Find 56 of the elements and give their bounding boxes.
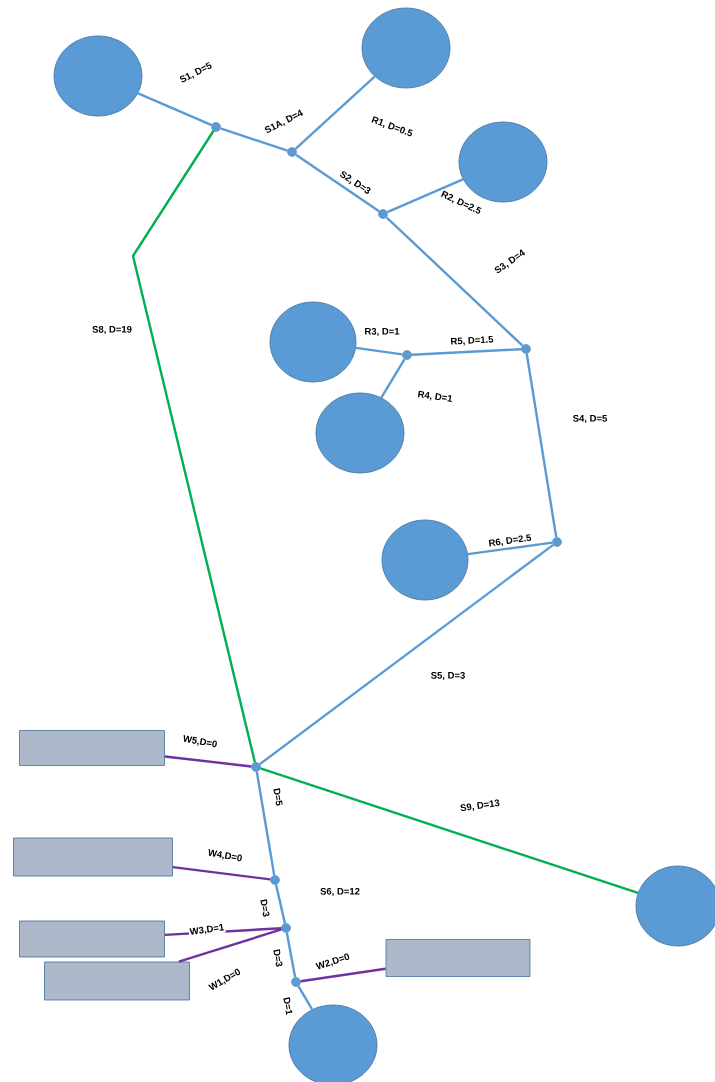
connector-line xyxy=(137,92,213,127)
connector-line xyxy=(131,130,257,763)
edge-label: S1, D=5 xyxy=(177,60,215,86)
connector-line xyxy=(385,216,524,347)
rounded-box xyxy=(19,920,165,958)
connector-line xyxy=(274,884,287,924)
edge-label: D=3 xyxy=(272,947,284,969)
connector-line xyxy=(380,358,406,399)
rounded-box xyxy=(19,730,165,766)
rounded-box xyxy=(13,837,173,877)
ellipse-node xyxy=(315,392,405,474)
edge-label: S4, D=5 xyxy=(571,413,609,425)
connector-line xyxy=(297,985,314,1010)
rounded-box xyxy=(385,939,531,977)
ellipse-node xyxy=(361,7,451,89)
connector-line xyxy=(285,932,297,978)
edge-label: D=5 xyxy=(272,786,284,808)
edge-label: S9, D=13 xyxy=(458,798,502,814)
edge-label: S3, D=4 xyxy=(492,247,528,277)
edge-label: W3,D=1 xyxy=(188,922,226,938)
connector-line xyxy=(260,767,639,894)
edge-label: S2, D=3 xyxy=(336,168,374,198)
edge-label: S1A, D=4 xyxy=(262,107,306,137)
edge-label: R3, D=1 xyxy=(363,326,401,338)
connector-line xyxy=(164,755,252,768)
segment-label: S6, D=12 xyxy=(320,887,360,897)
connector-line xyxy=(411,348,522,356)
ellipse-node xyxy=(381,519,469,601)
connector-line xyxy=(220,127,288,152)
connector-line xyxy=(300,967,386,983)
ellipse-node xyxy=(269,301,357,383)
rounded-box xyxy=(44,961,190,1001)
connector-line xyxy=(295,153,380,213)
edge-label: R5, D=1.5 xyxy=(449,334,495,348)
ellipse-node xyxy=(635,865,715,947)
connector-line xyxy=(525,353,558,538)
connector-line xyxy=(178,928,282,963)
edge-label: W5,D=0 xyxy=(181,733,219,751)
edge-label: W2,D=0 xyxy=(314,951,352,973)
connector-line xyxy=(294,75,376,150)
edge-label: D=1 xyxy=(282,995,294,1017)
connector-line xyxy=(467,541,553,556)
ellipse-node xyxy=(53,35,143,117)
connector-line xyxy=(355,346,403,356)
edge-label: S8, D=19 xyxy=(91,324,133,336)
connector-line xyxy=(255,771,276,876)
connector-line xyxy=(386,178,464,214)
edge-label: R1, D=0.5 xyxy=(369,114,415,140)
edge-label: R6, D=2.5 xyxy=(487,532,533,550)
edge-label: W4,D=0 xyxy=(206,847,244,865)
connector-line xyxy=(172,865,271,881)
edge-label: R2, D=2.5 xyxy=(438,188,484,218)
connector-line xyxy=(259,543,554,766)
edge-label: S5, D=3 xyxy=(429,670,467,682)
edge-label: D=3 xyxy=(259,897,271,919)
edge-label: R4, D=1 xyxy=(415,389,455,405)
